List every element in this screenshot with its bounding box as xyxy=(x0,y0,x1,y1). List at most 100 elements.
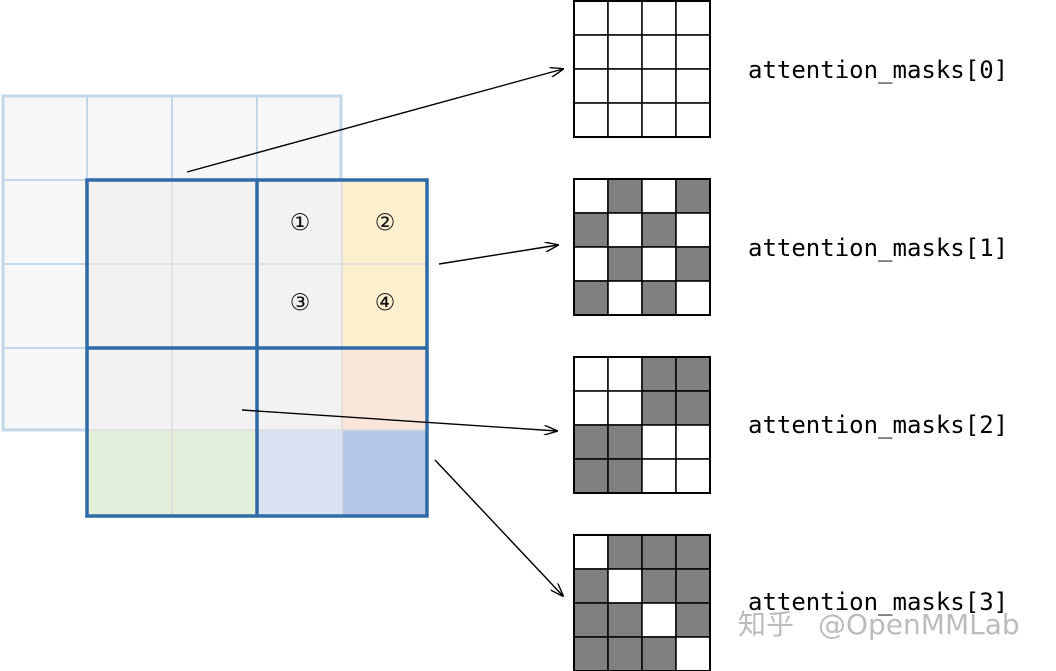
mask-cell xyxy=(675,34,711,70)
mask-cell xyxy=(573,458,609,494)
mask-cell xyxy=(675,390,711,426)
mask-cell xyxy=(675,424,711,460)
mask-cell xyxy=(675,68,711,104)
mask-cell xyxy=(641,68,677,104)
mask-cell xyxy=(607,178,643,214)
mask-grid-outline xyxy=(573,534,711,671)
mask-cell xyxy=(641,0,677,36)
mask-cell xyxy=(675,356,711,392)
mask-label: attention_masks[1] xyxy=(748,234,1008,262)
mask-label: attention_masks[2] xyxy=(748,411,1008,439)
mask-cell xyxy=(641,568,677,604)
mask-cell xyxy=(607,390,643,426)
attention-mask-grid xyxy=(573,0,711,138)
region-label-2: ② xyxy=(375,210,396,236)
arrow-to-mask-2 xyxy=(241,409,557,431)
mask-cell xyxy=(573,102,609,138)
mask-cell xyxy=(641,212,677,248)
mask-cell xyxy=(675,636,711,671)
mask-2: attention_masks[2] xyxy=(573,356,1008,494)
mask-cell xyxy=(675,212,711,248)
mask-1: attention_masks[1] xyxy=(573,178,1008,316)
mask-grid-outline xyxy=(573,0,711,138)
mask-cell xyxy=(607,458,643,494)
mask-cell xyxy=(573,424,609,460)
mask-cell xyxy=(675,568,711,604)
mask-cell xyxy=(607,356,643,392)
mask-cell xyxy=(573,602,609,638)
mask-cell xyxy=(573,280,609,316)
window-cell-gray xyxy=(257,348,342,430)
mask-cell xyxy=(573,534,609,570)
mask-cell xyxy=(607,568,643,604)
mask-cell xyxy=(641,246,677,282)
mask-cell xyxy=(641,356,677,392)
mask-label: attention_masks[0] xyxy=(748,56,1008,84)
mask-cell xyxy=(675,458,711,494)
mask-cell xyxy=(573,568,609,604)
mask-cell xyxy=(607,68,643,104)
mask-cell xyxy=(641,102,677,138)
mask-cell xyxy=(607,246,643,282)
mask-cell xyxy=(607,0,643,36)
shifted-window-borders xyxy=(85,178,429,518)
region-label-1: ① xyxy=(290,210,311,236)
mask-cell xyxy=(607,424,643,460)
arrow-to-mask-0 xyxy=(186,69,563,173)
mask-cell xyxy=(675,0,711,36)
attention-mask-grid xyxy=(573,178,711,316)
window-cell-blue xyxy=(342,430,427,516)
mask-cell xyxy=(641,458,677,494)
mask-0: attention_masks[0] xyxy=(573,0,1008,138)
mask-label: attention_masks[3] xyxy=(748,588,1008,616)
mask-3: attention_masks[3] xyxy=(573,534,1008,671)
watermark: 知乎 @OpenMMLab xyxy=(738,608,1020,641)
region-labels: ① ② ③ ④ xyxy=(290,210,396,316)
mask-cell xyxy=(573,34,609,70)
arrow-to-mask-1 xyxy=(438,245,558,265)
region-label-3: ③ xyxy=(290,290,311,316)
mask-grid-outline xyxy=(573,178,711,316)
window-cell-light-blue xyxy=(257,430,342,516)
mask-cell xyxy=(641,34,677,70)
mask-cell xyxy=(573,212,609,248)
watermark-account: @OpenMMLab xyxy=(818,608,1020,641)
mask-cell xyxy=(675,534,711,570)
mask-cell xyxy=(607,636,643,671)
attention-mask-grid xyxy=(573,356,711,494)
mask-cell xyxy=(607,212,643,248)
attention-mask-grid xyxy=(573,534,711,671)
mask-cell xyxy=(607,280,643,316)
mask-cell xyxy=(675,102,711,138)
watermark-platform: 知乎 xyxy=(738,608,794,641)
mask-cell xyxy=(641,280,677,316)
mask-cell xyxy=(573,356,609,392)
mask-cell xyxy=(573,636,609,671)
arrow-to-mask-3 xyxy=(434,459,563,596)
mask-cell xyxy=(607,534,643,570)
mask-cell xyxy=(641,424,677,460)
mask-cell xyxy=(607,34,643,70)
mask-cell xyxy=(641,602,677,638)
mask-cell xyxy=(675,246,711,282)
mask-cell xyxy=(675,280,711,316)
region-label-4: ④ xyxy=(375,290,396,316)
mask-cell xyxy=(641,390,677,426)
window-outline xyxy=(85,178,429,518)
mask-cell xyxy=(641,636,677,671)
mask-cell xyxy=(607,602,643,638)
mask-cell xyxy=(573,68,609,104)
mask-cell xyxy=(641,178,677,214)
arrows xyxy=(186,69,563,596)
mask-cell xyxy=(573,246,609,282)
mask-cell xyxy=(573,390,609,426)
mask-cell xyxy=(675,602,711,638)
mask-cell xyxy=(573,0,609,36)
mask-cell xyxy=(675,178,711,214)
mask-cell xyxy=(641,534,677,570)
mask-cell xyxy=(607,102,643,138)
window-cell-peach xyxy=(342,348,427,430)
mask-grid-outline xyxy=(573,356,711,494)
